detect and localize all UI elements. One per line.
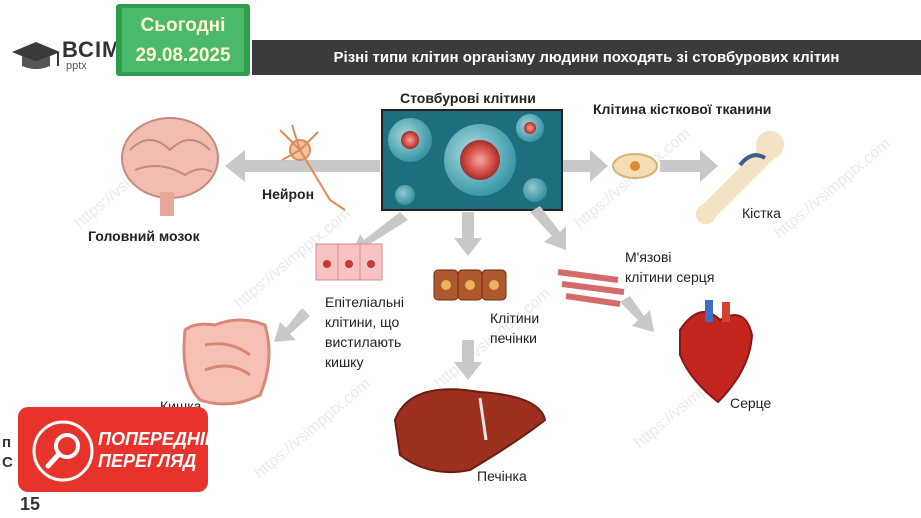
heart-image <box>679 300 754 404</box>
page-number: 15 <box>20 494 41 514</box>
liver-image <box>393 388 547 474</box>
date-value: 29.08.2025 <box>135 45 231 66</box>
preview-label: ПОПЕРЕДНІЙ ПЕРЕГЛЯД <box>98 429 218 471</box>
heart-muscle-cells-image <box>557 269 625 307</box>
title-bar <box>252 40 921 75</box>
intestine-image <box>182 318 271 406</box>
logo-sub: pptx <box>66 60 87 72</box>
bone-cell-image <box>612 153 658 179</box>
heart-label: Серце <box>730 395 772 411</box>
stem-cells-label: Стовбурові клітини <box>400 90 536 106</box>
graduation-cap-icon <box>12 42 60 69</box>
neuron-image <box>279 124 346 211</box>
date-label: Сьогодні <box>140 15 226 36</box>
epithelial-label: Епітеліальні клітини, що вистилають кишк… <box>325 294 404 370</box>
date-inner <box>122 8 244 72</box>
magnifier-icon <box>32 420 94 482</box>
stem-cells-image <box>381 109 563 211</box>
logo-name: ВСІМ <box>62 37 122 62</box>
side-text-p: п <box>2 434 12 451</box>
liver-cells-label: Клітини печінки <box>490 310 540 346</box>
bone-image <box>696 131 784 224</box>
bone-cell-label: Клітина кісткової тканини <box>593 101 772 117</box>
brain-image <box>121 117 219 216</box>
side-text-s: С <box>2 454 13 471</box>
bone-label: Кістка <box>742 205 781 221</box>
arrows <box>225 150 718 380</box>
epithelial-cells-image <box>315 243 383 281</box>
brain-label: Головний мозок <box>88 228 200 244</box>
liver-label: Печінка <box>477 468 527 484</box>
neuron-label: Нейрон <box>262 186 315 202</box>
liver-cells-image <box>433 269 507 301</box>
page-title: Різні типи клітин організму людини поход… <box>333 49 840 66</box>
heart-cells-label: М'язові клітини серця <box>625 249 715 285</box>
